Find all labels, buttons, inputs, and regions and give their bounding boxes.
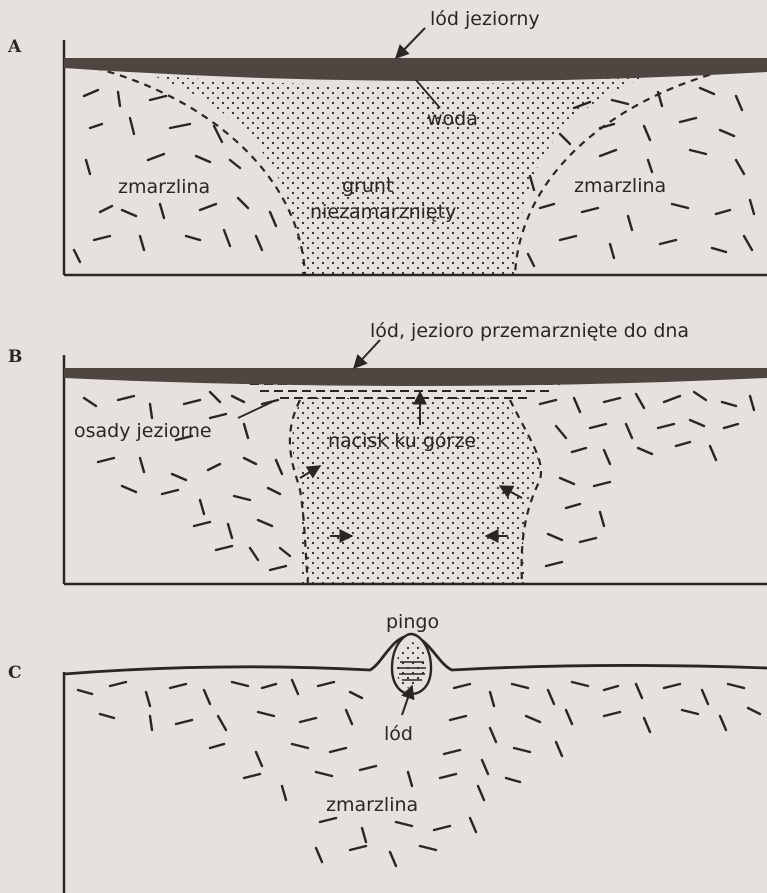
- panel-c-ice-core: [392, 634, 431, 694]
- panel-b-frozen-bed-dashes: [250, 384, 560, 398]
- panel-a: A: [7, 8, 767, 275]
- label-ice: lód: [384, 723, 413, 745]
- panel-b-sediment-leader: [238, 402, 272, 418]
- label-lake-sediments: osady jeziorne: [74, 420, 212, 442]
- panel-b-lake-ice: [64, 368, 767, 386]
- label-ice-frozen-lake: lód, jezioro przemarznięte do dna: [370, 320, 689, 342]
- label-lake-ice: lód jeziorny: [430, 8, 540, 30]
- panel-a-lake-ice-arrow: [396, 28, 425, 58]
- label-permafrost: zmarzlina: [326, 794, 418, 816]
- panel-b-ice-arrow: [354, 340, 380, 368]
- label-unfrozen-ground-2: niezamarznięty: [310, 201, 456, 223]
- label-permafrost-left: zmarzlina: [118, 176, 210, 198]
- panel-b-dotted-unfrozen-zone: [292, 398, 540, 584]
- panel-letter-c: C: [8, 663, 22, 683]
- label-pingo: pingo: [386, 611, 439, 633]
- label-permafrost-right: zmarzlina: [574, 175, 666, 197]
- panel-c-permafrost-marks: [78, 680, 760, 866]
- label-water: woda: [427, 108, 478, 130]
- label-unfrozen-ground-1: grunt: [342, 175, 393, 197]
- panel-letter-a: A: [7, 37, 22, 57]
- label-upward-pressure: nacisk ku górze: [328, 430, 476, 452]
- panel-b: B: [8, 320, 767, 584]
- panel-letter-b: B: [8, 347, 22, 367]
- panel-c: C: [8, 611, 767, 893]
